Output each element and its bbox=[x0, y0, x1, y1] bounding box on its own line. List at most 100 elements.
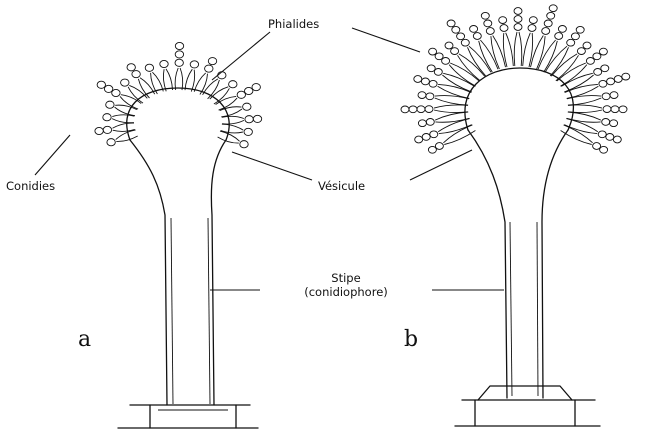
conidium bbox=[555, 33, 563, 40]
conidium bbox=[175, 51, 183, 58]
conidium bbox=[417, 106, 425, 113]
conidium bbox=[430, 131, 438, 138]
phialide bbox=[113, 123, 135, 131]
conidium bbox=[567, 39, 575, 46]
specimen-a-vesicule bbox=[127, 88, 229, 140]
phialide bbox=[434, 105, 468, 113]
conidium bbox=[445, 42, 453, 49]
panel-label-b: b bbox=[404, 327, 418, 352]
conidium bbox=[425, 106, 433, 113]
conidium bbox=[103, 126, 111, 133]
conidium bbox=[593, 143, 601, 150]
conidium bbox=[112, 89, 120, 96]
conidium bbox=[244, 128, 252, 135]
phialide bbox=[175, 68, 183, 90]
conidium bbox=[132, 71, 140, 78]
conidium bbox=[428, 146, 436, 153]
conidium bbox=[418, 120, 426, 127]
phialide bbox=[449, 63, 479, 86]
leader-phialides-b bbox=[352, 28, 420, 52]
conidium bbox=[601, 65, 609, 72]
conidium bbox=[160, 60, 168, 67]
phialide bbox=[221, 124, 243, 133]
label-conidiophore: (conidiophore) bbox=[304, 285, 388, 299]
phialide bbox=[112, 115, 134, 123]
conidium bbox=[229, 81, 237, 88]
conidium bbox=[447, 20, 455, 27]
leader-phialides-a bbox=[212, 32, 270, 80]
conidium bbox=[461, 39, 469, 46]
specimen-b-conidia bbox=[401, 5, 630, 153]
conidium bbox=[598, 131, 606, 138]
leader-vesicule-b bbox=[410, 150, 472, 180]
conidium bbox=[593, 53, 601, 60]
conidium bbox=[576, 26, 584, 33]
conidium bbox=[544, 20, 552, 27]
conidium bbox=[245, 116, 253, 123]
conidium bbox=[429, 80, 437, 87]
phialide bbox=[514, 32, 522, 66]
conidium bbox=[145, 64, 153, 71]
label-conidies: Conidies bbox=[6, 179, 55, 193]
conidium bbox=[619, 106, 627, 113]
conidium bbox=[414, 76, 422, 83]
conidium bbox=[218, 72, 226, 79]
phialide bbox=[138, 78, 154, 98]
phialide bbox=[203, 79, 220, 99]
conidium bbox=[240, 141, 248, 148]
conidium bbox=[175, 59, 183, 66]
label-phialides: Phialides bbox=[268, 17, 319, 31]
conidium bbox=[97, 81, 105, 88]
phialide bbox=[503, 33, 513, 67]
label-vesicule: Vésicule bbox=[318, 179, 365, 193]
specimen-b-stipe bbox=[468, 130, 568, 398]
leader-conidies bbox=[35, 135, 70, 175]
conidium bbox=[245, 87, 253, 94]
conidium bbox=[127, 64, 135, 71]
conidium bbox=[602, 93, 610, 100]
conidium bbox=[602, 119, 610, 126]
conidium bbox=[401, 106, 409, 113]
conidium bbox=[106, 101, 114, 108]
phialide bbox=[468, 46, 492, 76]
conidium bbox=[103, 114, 111, 121]
conidium bbox=[237, 91, 245, 98]
conidium bbox=[205, 65, 213, 72]
conidium bbox=[429, 48, 437, 55]
conidium bbox=[603, 106, 611, 113]
specimen-b-vesicule bbox=[465, 68, 574, 130]
conidium bbox=[610, 120, 618, 127]
conidium bbox=[594, 69, 602, 76]
specimen-a-conidia bbox=[95, 42, 262, 147]
conidium bbox=[435, 143, 443, 150]
conidium bbox=[499, 17, 507, 24]
conidium bbox=[542, 28, 550, 35]
conidium bbox=[583, 42, 591, 49]
conidium bbox=[253, 115, 261, 122]
conidium bbox=[121, 79, 129, 86]
conidium bbox=[470, 26, 478, 33]
conidium bbox=[558, 26, 566, 33]
conidium bbox=[600, 146, 608, 153]
conidium bbox=[457, 33, 465, 40]
conidium bbox=[599, 48, 607, 55]
conidium bbox=[190, 61, 198, 68]
conidium bbox=[422, 134, 430, 141]
conidium bbox=[208, 58, 216, 65]
conidium bbox=[622, 73, 630, 80]
conidium bbox=[435, 53, 443, 60]
conidium bbox=[606, 134, 614, 141]
conidium bbox=[529, 17, 537, 24]
conidium bbox=[611, 106, 619, 113]
phialide bbox=[557, 63, 587, 86]
panel-label-a: a bbox=[78, 327, 91, 352]
phialide bbox=[523, 33, 533, 67]
conidium bbox=[442, 58, 450, 65]
specimen-b-phialides bbox=[434, 32, 602, 145]
conidium bbox=[175, 42, 183, 49]
phialide bbox=[545, 46, 569, 76]
conidium bbox=[586, 58, 594, 65]
conidium bbox=[486, 28, 494, 35]
conidium bbox=[547, 12, 555, 19]
